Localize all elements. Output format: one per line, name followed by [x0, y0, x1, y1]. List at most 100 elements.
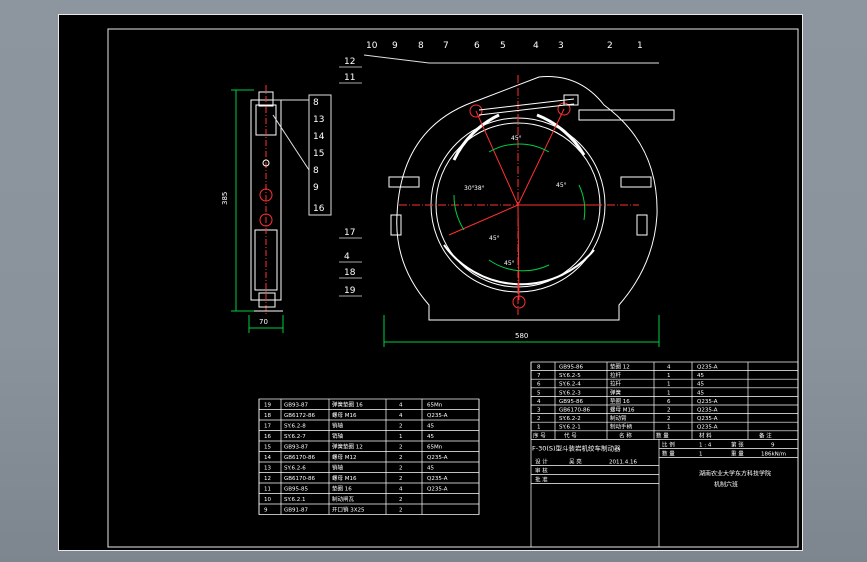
bom-no: 6	[537, 382, 541, 388]
bom-material: Q235-A	[697, 416, 718, 422]
bom-row: 16 SY.6.2-7 销轴 1 45	[264, 432, 434, 440]
bom-material: Q235-A	[427, 455, 448, 461]
callout-side-13: 13	[313, 115, 324, 125]
bom-code: GB6170-86	[559, 408, 591, 414]
bom-no: 17	[264, 424, 271, 430]
bom-qty: 2	[399, 466, 403, 472]
bom-code: GB95-85	[284, 487, 309, 493]
angle-label: 45°	[511, 135, 522, 142]
sheet-no: 9	[771, 442, 775, 448]
weight-value: 186kN/m	[761, 451, 786, 457]
bom-code: SY.6.2-1	[559, 425, 581, 431]
bom-name: 垫圈 16	[610, 397, 630, 405]
bom-code: SY.6.2-2	[559, 416, 581, 422]
callout-side-14: 14	[313, 132, 325, 142]
bom-header: 序 号	[533, 431, 546, 439]
qty-value: 1	[699, 451, 703, 457]
bom-qty: 2	[399, 476, 403, 482]
bom-header: 名 称	[619, 431, 632, 439]
angle-label: 30°	[464, 185, 475, 192]
bom-material: Q235-A	[697, 425, 718, 431]
bom-code: GB6172-86	[284, 413, 316, 419]
bom-name: 螺母 M12	[332, 453, 357, 461]
bom-code: GB95-86	[559, 399, 584, 405]
callout-top-3: 3	[558, 41, 564, 51]
side-view	[231, 85, 332, 333]
bom-no: 3	[537, 408, 541, 414]
angle-label: 45°	[489, 235, 500, 242]
callout-left-18: 18	[344, 268, 356, 278]
bom-qty: 2	[399, 445, 403, 451]
bom-material: Q235-A	[697, 365, 718, 371]
bom-name: 弹簧垫圈 12	[332, 443, 363, 451]
bom-qty: 2	[399, 424, 403, 430]
callout-top-10: 10	[366, 41, 378, 51]
qty-label: 数 量	[662, 449, 675, 457]
callout-top-9: 9	[392, 41, 398, 51]
bom-name: 弹簧	[610, 388, 622, 396]
bom-code: GB6170-86	[284, 455, 316, 461]
bom-qty: 1	[667, 373, 671, 379]
dim-side-width: 70	[259, 318, 268, 326]
bom-qty: 4	[399, 413, 403, 419]
organization: 湖南农业大学东方科技学院	[699, 469, 771, 477]
callout-left-17: 17	[344, 228, 355, 238]
bom-name: 螺母 M16	[610, 406, 635, 414]
bom-no: 9	[264, 508, 268, 514]
bom-no: 7	[537, 373, 541, 379]
scale-value: 1 : 4	[699, 442, 712, 448]
callout-top-6: 6	[474, 41, 480, 51]
bom-code: SY.6.2-5	[559, 373, 581, 379]
bom-material: 45	[697, 390, 704, 396]
callout-top-4: 4	[533, 41, 539, 51]
class-name: 机制六班	[714, 480, 738, 488]
bom-qty: 4	[399, 487, 403, 493]
bom-no: 14	[264, 455, 271, 461]
bom-name: 拉杆	[610, 380, 622, 388]
bom-material: 65Mn	[427, 403, 443, 409]
bom-code: GB91-87	[284, 508, 309, 514]
bom-header: 代 号	[564, 431, 577, 439]
inner-frame	[107, 28, 799, 548]
angle-label: 45°	[556, 182, 567, 189]
callout-side-16: 16	[313, 204, 325, 214]
angle-labels: 45°30°45°38°45°45°	[464, 135, 567, 267]
sheet-label: 第 张	[731, 440, 744, 448]
bom-material: Q235-A	[427, 413, 448, 419]
bom-no: 16	[264, 434, 271, 440]
bom-name: 弹簧垫圈 16	[332, 401, 363, 409]
bom-code: SY.6.2-8	[284, 424, 306, 430]
bom-name: 垫圈 12	[610, 363, 630, 371]
design-label: 设 计	[535, 457, 548, 465]
scale-label: 比 例	[662, 440, 675, 448]
bom-code: SY.6.2-4	[559, 382, 581, 388]
dim-side-height: 385	[221, 192, 229, 205]
bom-material: 45	[427, 434, 434, 440]
bom-name: 销轴	[332, 432, 344, 440]
bom-code: SY.6.2-7	[284, 434, 306, 440]
bom-material: Q235-A	[427, 476, 448, 482]
bom-code: GB93-87	[284, 403, 309, 409]
bom-material: 45	[427, 424, 434, 430]
bom-qty: 4	[399, 403, 403, 409]
bom-qty: 1	[399, 434, 403, 440]
bom-material: Q235-A	[697, 399, 718, 405]
bom-code: GB6170-86	[284, 476, 316, 482]
bom-qty: 2	[399, 497, 403, 503]
